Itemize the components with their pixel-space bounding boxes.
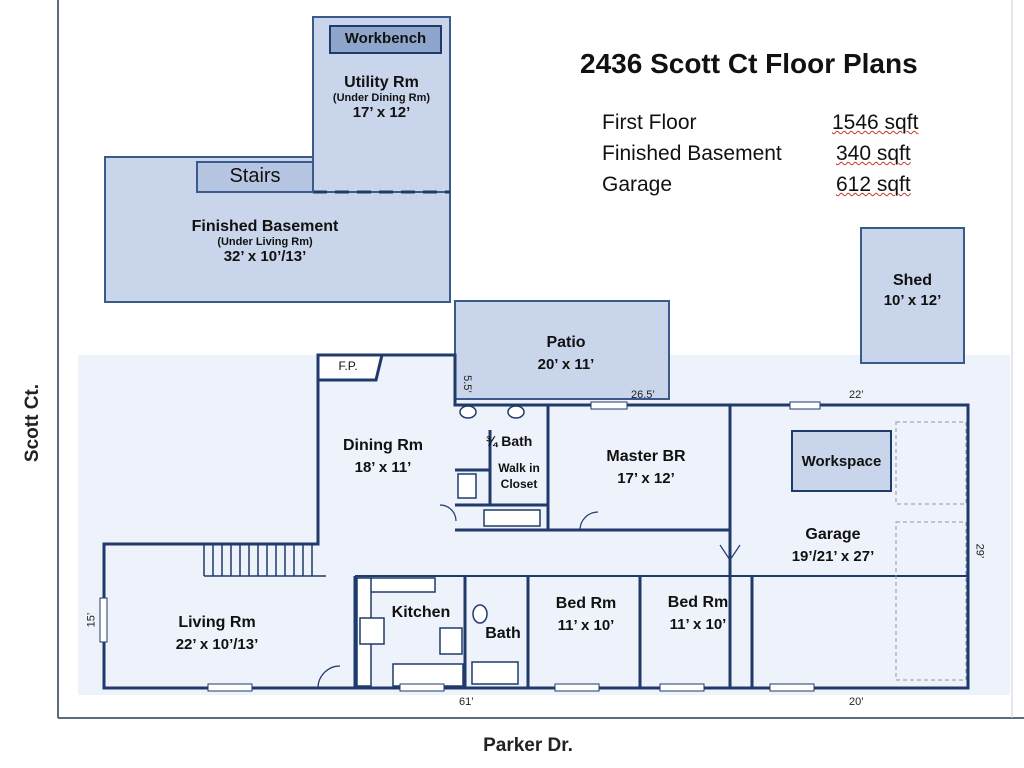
garage-name: Garage xyxy=(805,526,861,543)
basement-note: (Under Living Rm) xyxy=(217,236,313,248)
workspace-box xyxy=(791,430,892,492)
dining-room-dim: 18’ x 11’ xyxy=(354,459,412,476)
shed-label: Shed 10’ x 12’ xyxy=(861,272,964,309)
workspace-name: Workspace xyxy=(801,453,882,470)
interior-walls xyxy=(353,405,968,688)
garage-label: Garage 19’/21’ x 27’ xyxy=(770,526,896,565)
dim-front-garage: 20’ xyxy=(849,696,864,708)
street-label-parker-dr: Parker Dr. xyxy=(483,735,573,756)
master-bedroom-name: Master BR xyxy=(606,448,686,465)
master-bedroom-label: Master BR 17’ x 12’ xyxy=(584,448,708,487)
workbench-label: Workbench xyxy=(330,30,441,47)
area-value-first-floor: 1546 sqft xyxy=(832,111,919,134)
dim-garage-rear: 22’ xyxy=(849,389,864,401)
patio-label: Patio 20’ x 11’ xyxy=(506,334,626,373)
dim-living-side: 15’ xyxy=(85,612,98,628)
bedroom-1-name: Bed Rm xyxy=(555,595,617,612)
bath-name: Bath xyxy=(485,625,521,642)
dim-garage-side: 29’ xyxy=(973,543,986,559)
bath-label: Bath xyxy=(480,625,526,643)
patio-dim: 20’ x 11’ xyxy=(537,356,595,373)
fireplace-label: F.P. xyxy=(326,359,370,373)
bath-fixtures xyxy=(457,405,541,685)
stairs-label: Stairs xyxy=(197,165,313,188)
master-bedroom-dim: 17’ x 12’ xyxy=(617,470,675,487)
walk-in-closet-name: Walk in Closet xyxy=(498,461,540,491)
kitchen-counters xyxy=(356,577,464,687)
bedroom-1-label: Bed Rm 11’ x 10’ xyxy=(540,595,632,634)
dining-room-label: Dining Rm 18’ x 11’ xyxy=(323,437,443,476)
house-exterior-wall xyxy=(102,353,970,690)
area-value-basement: 340 sqft xyxy=(836,142,911,165)
patio-name: Patio xyxy=(546,334,586,351)
living-room-name: Living Rm xyxy=(178,614,256,631)
kitchen-label: Kitchen xyxy=(384,604,458,622)
garage-door-outlines xyxy=(895,421,967,681)
area-label-first-floor: First Floor xyxy=(602,111,697,134)
dim-patio-side: 5.5’ xyxy=(460,375,473,393)
workbench-name: Workbench xyxy=(344,30,427,47)
windows xyxy=(99,401,821,692)
area-label-basement: Finished Basement xyxy=(602,142,782,165)
walk-in-closet-label: Walk in Closet xyxy=(492,460,546,492)
three-quarter-bath-name: ¾ Bath xyxy=(485,433,533,449)
stairs-box xyxy=(196,161,314,193)
shed-name: Shed xyxy=(892,272,933,289)
basement-dim: 32’ x 10’/13’ xyxy=(223,248,307,265)
house-background xyxy=(78,355,1010,695)
workspace-label: Workspace xyxy=(792,453,891,470)
street-label-scott-ct: Scott Ct. xyxy=(22,383,43,463)
plan-title: 2436 Scott Ct Floor Plans xyxy=(580,48,918,79)
dim-rear-wall: 26.5’ xyxy=(631,389,655,401)
kitchen-name: Kitchen xyxy=(391,604,451,621)
dim-front-house: 61’ xyxy=(459,696,474,708)
utility-room-label: Utility Rm (Under Dining Rm) 17’ x 12’ xyxy=(313,74,450,121)
basement-label: Finished Basement (Under Living Rm) 32’ … xyxy=(160,218,370,265)
bedroom-2-label: Bed Rm 11’ x 10’ xyxy=(652,594,744,633)
fireplace-name: F.P. xyxy=(338,359,358,373)
utility-room-dim: 17’ x 12’ xyxy=(352,104,411,121)
fireplace-shape xyxy=(316,353,384,382)
door-swings xyxy=(317,504,741,689)
basement-name: Finished Basement xyxy=(191,218,339,235)
area-label-garage: Garage xyxy=(602,173,673,196)
living-stair-treads xyxy=(203,544,326,577)
area-value-garage: 612 sqft xyxy=(836,173,911,196)
workbench-box xyxy=(329,25,442,54)
living-room-dim: 22’ x 10’/13’ xyxy=(175,636,259,653)
shed-box xyxy=(860,227,965,364)
living-room-label: Living Rm 22’ x 10’/13’ xyxy=(150,614,284,653)
stairs-name: Stairs xyxy=(229,165,281,187)
bedroom-1-dim: 11’ x 10’ xyxy=(557,617,615,634)
shed-dim: 10’ x 12’ xyxy=(883,292,942,309)
three-quarter-bath-label: ¾ Bath xyxy=(474,433,544,449)
utility-room-note: (Under Dining Rm) xyxy=(332,92,431,104)
utility-room-name: Utility Rm xyxy=(344,74,419,91)
patio-box xyxy=(454,300,670,400)
bedroom-2-dim: 11’ x 10’ xyxy=(669,616,727,633)
garage-dim: 19’/21’ x 27’ xyxy=(791,548,875,565)
bedroom-2-name: Bed Rm xyxy=(667,594,729,611)
dining-room-name: Dining Rm xyxy=(343,437,423,454)
